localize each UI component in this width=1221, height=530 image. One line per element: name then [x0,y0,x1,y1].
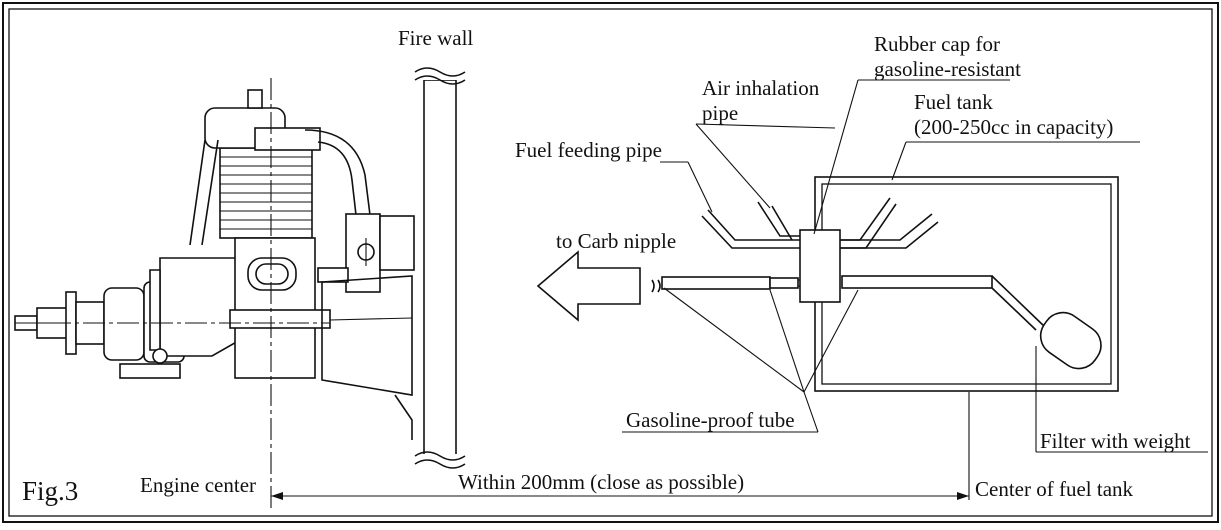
fuel-tank-label-1: Fuel tank [914,90,993,114]
engine-center-label: Engine center [140,473,256,497]
to-carb-arrow [536,250,641,322]
filter-weight [1039,311,1102,370]
leader-lines [622,79,1208,453]
cylinder-fins [220,156,312,230]
air-pipe-label-1: Air inhalation [702,76,820,100]
fire-wall [414,66,466,470]
engine-drawing [14,89,415,440]
fuel-tank [701,176,1119,392]
figure-label: Fig.3 [22,476,78,506]
feed-line [651,276,808,293]
rubber-cap-label-2: gasoline-resistant [874,57,1021,81]
air-pipe-label-2: pipe [702,101,738,125]
fire-wall-label: Fire wall [398,26,473,50]
dimension-label: Within 200mm (close as possible) [458,470,744,494]
rubber-cap-label-1: Rubber cap for [874,32,1000,56]
to-carb-label: to Carb nipple [556,229,676,253]
rubber-cap [799,229,841,303]
tank-center-label: Center of fuel tank [975,477,1134,501]
dimension-line [271,492,969,500]
inner-frame [8,8,1213,517]
filter-label: Filter with weight [1040,429,1191,453]
fuel-feeding-pipe-label: Fuel feeding pipe [515,138,662,162]
fuel-tank-label-2: (200-250cc in capacity) [914,115,1113,139]
gasoline-tube-label: Gasoline-proof tube [626,408,795,432]
outer-frame [2,2,1219,523]
